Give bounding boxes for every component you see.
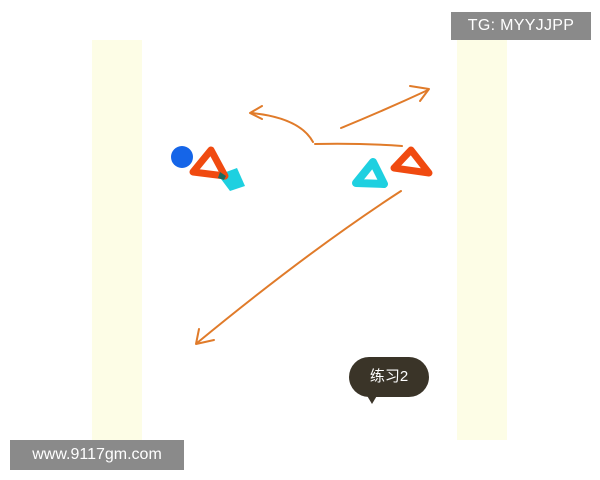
blue-player-marker <box>171 146 193 168</box>
tg-watermark: TG: MYYJJPP <box>451 12 591 40</box>
arrow-bottom-left-head <box>195 328 215 345</box>
arrow-bottom-left <box>196 190 402 344</box>
drill-label-bubble: 练习2 <box>349 357 429 397</box>
right-orange-cone <box>390 146 433 177</box>
left-orange-cone <box>189 146 229 180</box>
center-pass-line <box>314 142 403 147</box>
right-sideline-stripe <box>457 40 507 440</box>
left-sideline-stripe <box>92 40 142 440</box>
site-watermark: www.9117gm.com <box>10 440 184 470</box>
left-cone-overlap <box>218 172 226 180</box>
bubble-tail <box>366 394 378 404</box>
arrow-top-right-head <box>409 85 430 102</box>
right-cyan-cone <box>352 158 388 188</box>
curved-arrow-top-left-head <box>249 105 263 120</box>
arrow-top-right <box>340 89 429 129</box>
curved-arrow-top-left <box>251 112 314 143</box>
